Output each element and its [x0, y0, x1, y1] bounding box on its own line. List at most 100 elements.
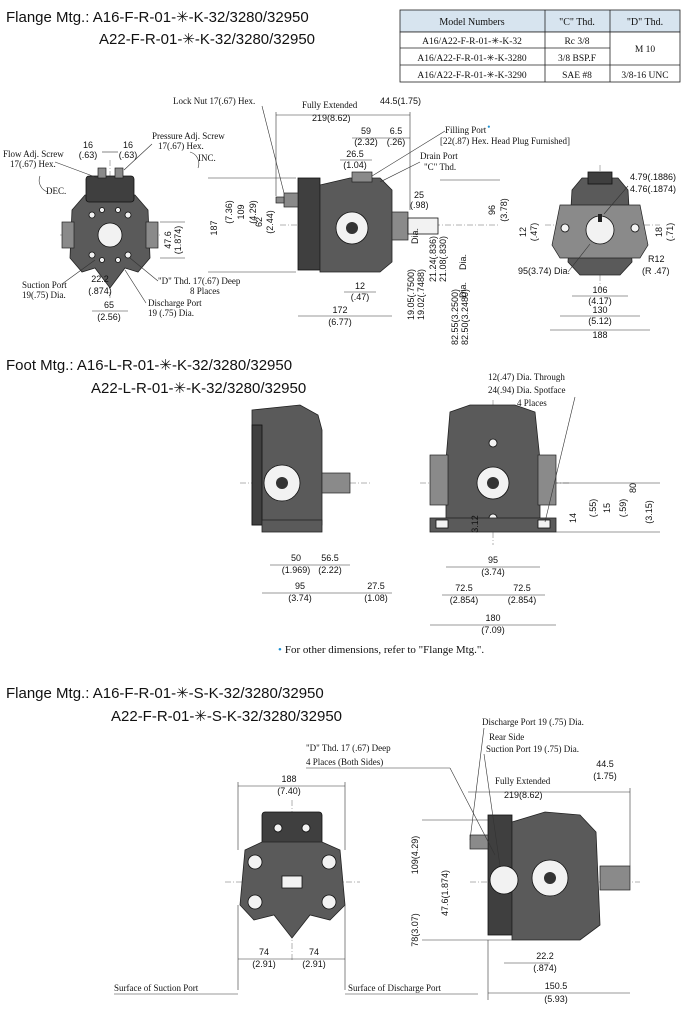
dim-56-5-inch: (2.22) [318, 565, 342, 575]
svg-text:Dia.: Dia. [458, 282, 468, 298]
dim-7-36: (7.36) 109 (4.29) [224, 200, 258, 224]
dim-16-left: 16 [83, 140, 93, 150]
table-cell: A16/A22-F-R-01-✳-K-3280 [417, 53, 527, 64]
dim-172-inch: (6.77) [328, 317, 352, 327]
dim-150-5: 150.5 [545, 981, 568, 991]
svg-text:15: 15 [602, 503, 612, 513]
s-suction-label: Suction Port 19 (.75) Dia. [486, 744, 579, 754]
dim-16-right-inch: (.63) [119, 150, 138, 160]
svg-text:21.24(.836): 21.24(.836) [428, 236, 438, 282]
suction-port-dia: 19(.75) Dia. [22, 290, 66, 300]
dim-r12: R12 [648, 254, 665, 264]
dim-95-end: 95 [488, 555, 498, 565]
svg-text:78(3.07): 78(3.07) [410, 913, 420, 947]
dim-50-inch: (1.969) [282, 565, 311, 575]
dim-187: 187 [209, 220, 219, 235]
dim-44-5-s: 44.5 [596, 759, 614, 769]
dim-12-end: 12 (.47) [518, 223, 539, 242]
inc-label: INC. [198, 153, 216, 163]
dim-16-right: 16 [123, 140, 133, 150]
dim-180: 180 [485, 613, 500, 623]
dim-219: 219(8.62) [312, 113, 351, 123]
s-fully-extended-label: Fully Extended [495, 776, 551, 786]
lock-nut-label: Lock Nut 17(.67) Hex. [173, 96, 255, 106]
svg-text:82.50(3.2480): 82.50(3.2480) [460, 289, 470, 345]
flange-s-title-line1: Flange Mtg.: A16-F-R-01-✳-S-K-32/3280/32… [6, 685, 324, 702]
dim-22-2: 22.2 [91, 274, 109, 284]
drain-port-label: Drain Port [420, 151, 458, 161]
s-rear-side-label: Rear Side [489, 732, 524, 742]
foot-title-line1: Foot Mtg.: A16-L-R-01-✳-K-32/3280/32950 [6, 357, 292, 374]
svg-text:47.6: 47.6 [163, 231, 173, 249]
dim-106: 106 [592, 285, 607, 295]
svg-text:109: 109 [236, 204, 246, 219]
dim-188-end: 188 [592, 330, 607, 340]
svg-text:82.55(3.2500): 82.55(3.2500) [450, 289, 460, 345]
svg-text:Dia.: Dia. [458, 254, 468, 270]
flange-title-line2: A22-F-R-01-✳-K-32/3280/32950 [99, 31, 315, 48]
dim-74-left: 74 [259, 947, 269, 957]
dim-109-s: 109(4.29) [410, 836, 420, 875]
dim-key-2: 4.76(.1874) [630, 184, 676, 194]
flange-s-side-view [469, 811, 640, 941]
dim-47-6-s: 47.6(1.874) [440, 870, 450, 916]
flange-side-view [275, 171, 500, 273]
s-discharge-label: Discharge Port 19 (.75) Dia. [482, 717, 584, 727]
dim-95-foot: 95 [295, 581, 305, 591]
shaft-dia-dims: 19.05(.7500) 19.02(.7488) Dia. 21.24(.83… [406, 228, 470, 345]
svg-text:96: 96 [487, 205, 497, 215]
flow-adj-label: Flow Adj. Screw [3, 149, 64, 159]
dim-56-5: 56.5 [321, 553, 339, 563]
dim-65-inch: (2.56) [97, 312, 121, 322]
pressure-adj-label: Pressure Adj. Screw [152, 131, 225, 141]
svg-text:(.59): (.59) [618, 499, 628, 518]
svg-text:47.6(1.874): 47.6(1.874) [440, 870, 450, 916]
table-cell: A16/A22-F-R-01-✳-K-3290 [417, 70, 527, 81]
dim-12-inch: (.47) [351, 292, 370, 302]
dim-22-2-s-inch: (.874) [533, 963, 557, 973]
dim-50: 50 [291, 553, 301, 563]
table-header-d: "D" Thd. [627, 17, 663, 28]
dim-22-2-s: 22.2 [536, 951, 554, 961]
flange-s-front-view [225, 800, 360, 960]
discharge-port-dia: 19 (.75) Dia. [148, 308, 194, 318]
dim-150-5-inch: (5.93) [544, 994, 568, 1004]
dim-12: 12 [355, 281, 365, 291]
thread-table: Model Numbers "C" Thd. "D" Thd. A16/A22-… [399, 9, 681, 83]
svg-text:(.47): (.47) [529, 223, 539, 242]
dim-16-left-inch: (.63) [79, 150, 98, 160]
fully-extended-label: Fully Extended [302, 100, 358, 110]
dim-188-s: 188 [281, 774, 296, 784]
table-cell: M 10 [635, 45, 656, 55]
footnote: •For other dimensions, refer to "Flange … [278, 644, 484, 656]
svg-text:187: 187 [209, 220, 219, 235]
svg-text:(.71): (.71) [665, 223, 675, 242]
table-header-model: Model Numbers [439, 17, 504, 28]
svg-text:62: 62 [254, 217, 264, 227]
dim-25-inch: (.98) [410, 200, 429, 210]
svg-text:(2.44): (2.44) [265, 210, 275, 234]
dim-25: 25 [414, 190, 424, 200]
filling-port-label: Filling Port• [445, 122, 490, 135]
dim-65: 65 [104, 300, 114, 310]
dim-26-5-inch: (1.04) [343, 160, 367, 170]
dim-27-5: 27.5 [367, 581, 385, 591]
surface-discharge-label: Surface of Discharge Port [348, 983, 442, 993]
dim-96: 96 (3.78) [487, 198, 509, 222]
pressure-adj-hex-label: 17(.67) Hex. [158, 141, 204, 151]
suction-port-label: Suction Port [22, 280, 67, 290]
flange-title-line1: Flange Mtg.: A16-F-R-01-✳-K-32/3280/3295… [6, 9, 309, 26]
svg-text:(1.874): (1.874) [173, 226, 183, 255]
svg-text:3.12: 3.12 [470, 515, 480, 533]
svg-text:109(4.29): 109(4.29) [410, 836, 420, 875]
table-cell: 3/8 BSP.F [558, 54, 596, 64]
foot-title-line2: A22-L-R-01-✳-K-32/3280/32950 [91, 380, 306, 397]
dim-key-1: 4.79(.1886) [630, 172, 676, 182]
s-d-thd-label: "D" Thd. 17 (.67) Deep [306, 743, 391, 753]
foot-hole-label-1: 12(.47) Dia. Through [488, 372, 565, 382]
table-cell: A16/A22-F-R-01-✳-K-32 [422, 36, 522, 47]
drain-port-thd: "C" Thd. [424, 162, 456, 172]
dim-22-2-inch: (.874) [88, 286, 112, 296]
dim-72-5-left-inch: (2.854) [450, 595, 479, 605]
dim-27-5-inch: (1.08) [364, 593, 388, 603]
